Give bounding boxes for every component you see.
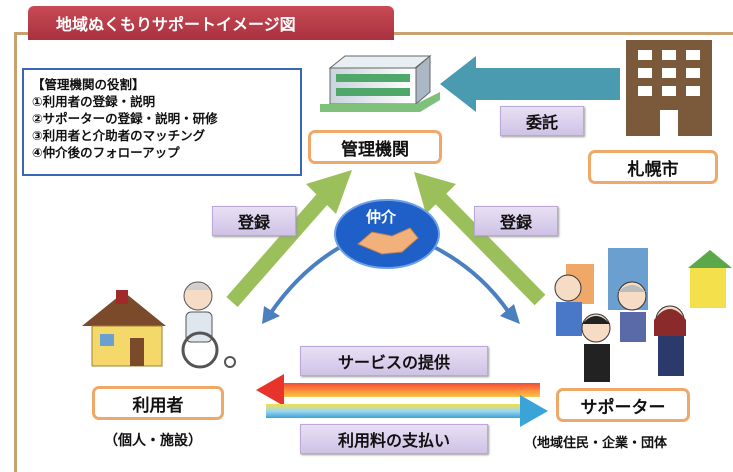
wheelchair-user-icon — [181, 281, 236, 369]
roles-heading: 【管理機関の役割】 — [32, 77, 145, 92]
commission-arrow — [440, 56, 620, 112]
payment-label: 利用料の支払い — [300, 424, 488, 454]
register-arrow-right — [414, 172, 546, 306]
agency-roles-box: 【管理機関の役割】 ①利用者の登録・説明 ②サポーターの登録・説明・研修 ③利用… — [22, 68, 302, 176]
register-label-left: 登録 — [212, 206, 296, 236]
city-box: 札幌市 — [588, 150, 718, 184]
role-item: ③利用者と介助者のマッチング — [32, 128, 206, 143]
service-arrow — [256, 374, 540, 406]
agency-building-icon — [320, 54, 440, 112]
user-types-note: （個人・施設） — [104, 430, 202, 450]
city-building-icon — [626, 40, 712, 136]
mediation-arrow-right — [431, 244, 520, 324]
role-item: ②サポーターの登録・説明・研修 — [32, 111, 218, 126]
role-item: ④仲介後のフォローアップ — [32, 145, 180, 160]
user-types-text: 個人・施設 — [118, 433, 188, 449]
payment-arrow — [266, 395, 548, 427]
commission-label: 委託 — [500, 106, 584, 136]
diagram-title: 地域ぬくもりサポートイメージ図 — [28, 6, 394, 40]
house-icon — [82, 290, 166, 367]
supporters-group-icon — [554, 248, 732, 382]
supporter-types-text: 地域住民・企業・団体 — [537, 436, 668, 451]
bracket-open: （ — [524, 436, 538, 451]
user-box: 利用者 — [92, 386, 224, 420]
mediation-label: 仲介 — [366, 208, 397, 226]
service-label: サービスの提供 — [300, 346, 488, 376]
agency-box: 管理機関 — [308, 130, 442, 164]
mediation-arrow-left — [262, 244, 343, 324]
register-arrow-left — [226, 170, 352, 307]
bracket-close: ） — [188, 433, 202, 449]
bracket-open: （ — [104, 433, 118, 449]
supporter-box: サポーター — [556, 388, 690, 422]
role-item: ①利用者の登録・説明 — [32, 94, 156, 109]
handshake-icon — [334, 199, 440, 269]
supporter-types-note: （地域住民・企業・団体 — [524, 432, 667, 451]
register-label-right: 登録 — [474, 206, 558, 236]
